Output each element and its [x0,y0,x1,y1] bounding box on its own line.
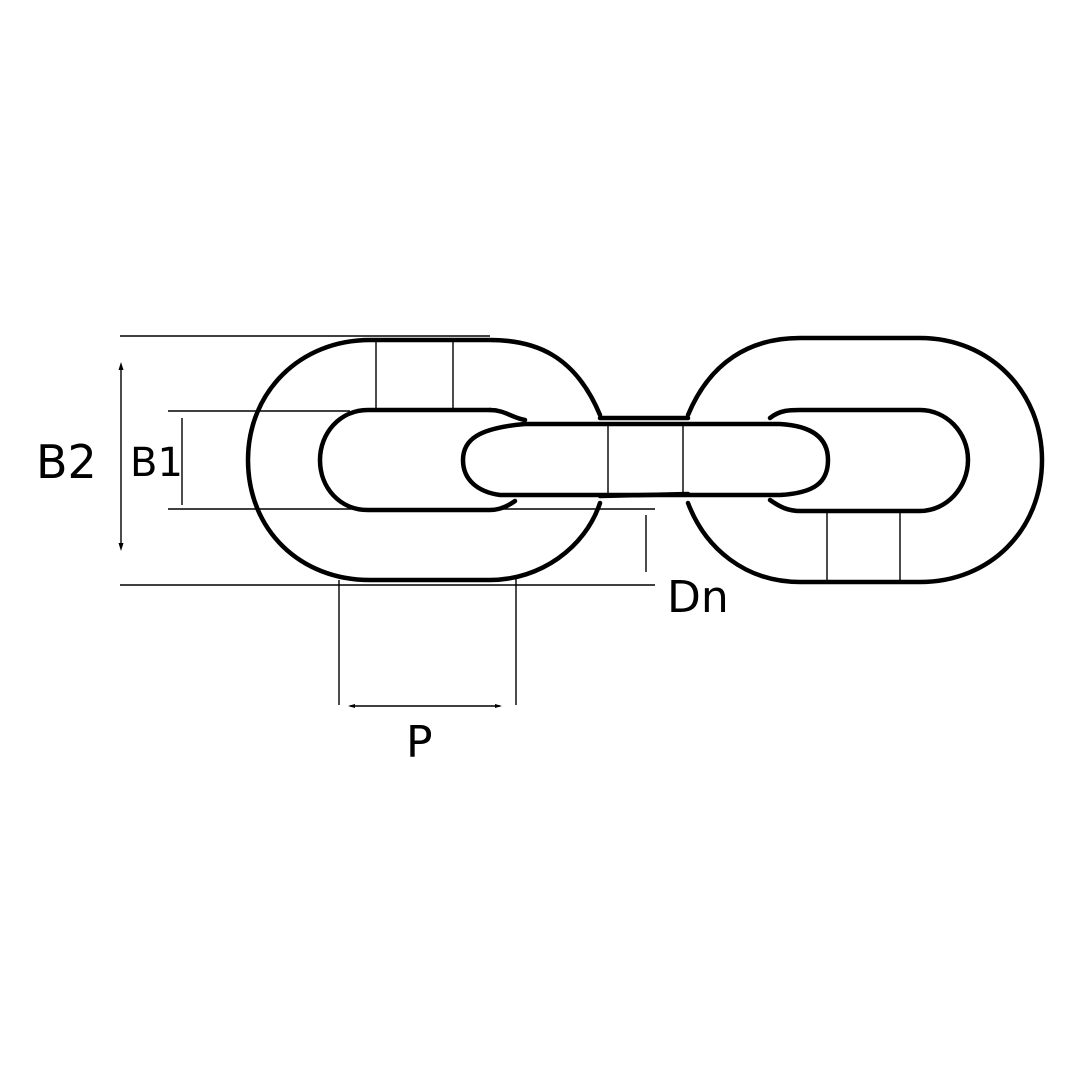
section-lines [375,340,901,580]
dimension-lines [118,335,655,708]
left-link-inner-top-join [487,407,528,423]
middle-link [460,415,831,499]
label-b1: B1 [130,440,183,486]
label-b2: B2 [36,435,97,489]
right-link [685,335,1045,585]
middle-link-outline [460,421,831,498]
label-p: P [406,717,433,768]
left-link-inner [317,407,518,513]
neck-bottom [597,491,691,499]
left-link [245,337,603,583]
left-link-outer [245,337,603,583]
label-dn: Dn [667,572,729,623]
right-link-outer [685,335,1045,585]
right-link-inner [767,407,971,514]
